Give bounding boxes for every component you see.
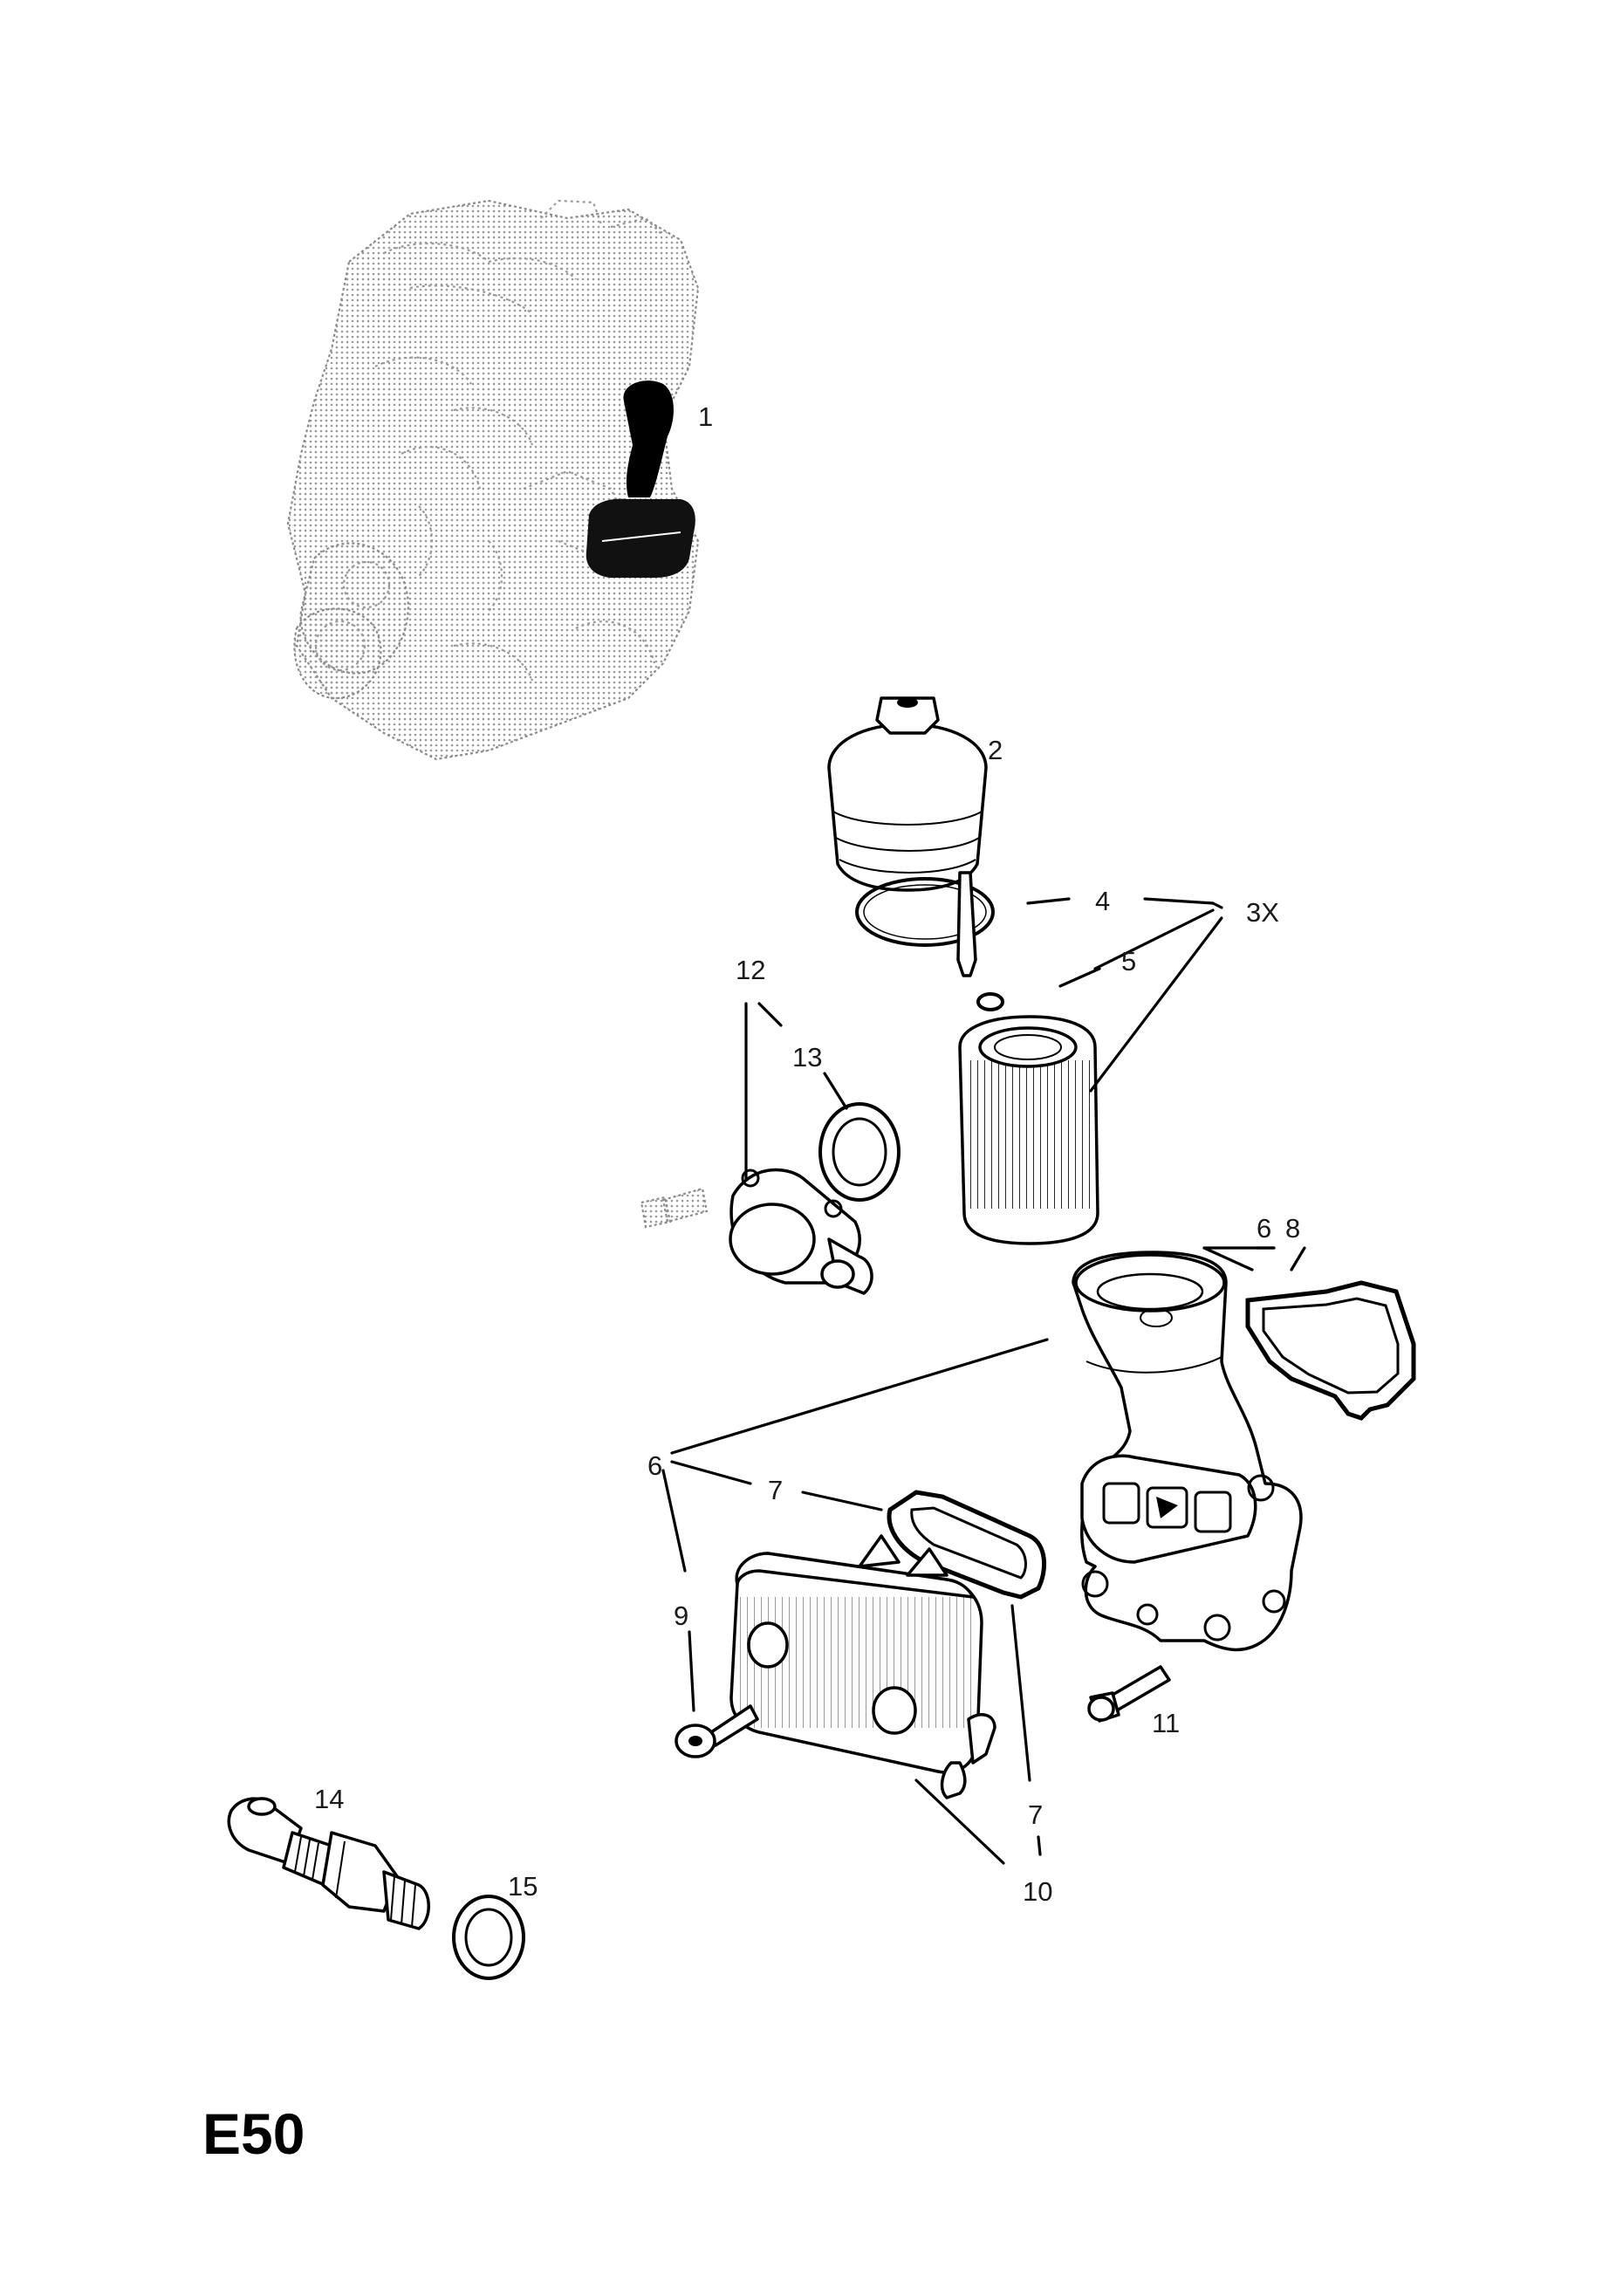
ghost-bolt-illustration — [640, 1187, 709, 1229]
washer-15-illustration — [452, 1895, 525, 1980]
callout-4: 4 — [1095, 886, 1110, 916]
gasket-7-illustration — [887, 1490, 1047, 1600]
callout-5: 5 — [1121, 946, 1136, 977]
callout-3x: 3X — [1246, 897, 1279, 928]
engine-overview-illustration — [286, 199, 700, 761]
gasket-8-illustration — [1245, 1280, 1416, 1421]
o-ring-4-illustration — [855, 877, 995, 947]
diagram-code: E50 — [202, 2101, 305, 2166]
callout-7-top: 7 — [768, 1475, 783, 1505]
bolt-11-illustration — [1087, 1665, 1171, 1723]
callout-9: 9 — [674, 1600, 688, 1631]
oil-pressure-sensor-illustration — [227, 1797, 430, 1930]
cover-12-illustration — [729, 1168, 873, 1295]
callout-1: 1 — [698, 401, 713, 432]
callout-12: 12 — [736, 955, 765, 985]
oil-cooler-illustration — [729, 1534, 996, 1799]
filter-element-illustration — [958, 1015, 1099, 1245]
callout-14: 14 — [314, 1784, 344, 1814]
callout-10: 10 — [1023, 1876, 1052, 1907]
seal-5-illustration — [976, 992, 1004, 1011]
callout-2: 2 — [988, 735, 1003, 765]
callout-7-bottom: 7 — [1028, 1799, 1043, 1830]
leader-lines — [661, 897, 1306, 1865]
callout-13: 13 — [792, 1042, 822, 1073]
callout-15: 15 — [508, 1871, 538, 1902]
callout-6-left: 6 — [647, 1450, 662, 1481]
bolt-9-illustration — [675, 1704, 759, 1758]
callout-labels: 1 2 4 3X 5 12 13 6 8 6 7 9 11 7 10 14 15 — [314, 401, 1300, 1907]
callout-8: 8 — [1285, 1213, 1300, 1244]
callout-6-top: 6 — [1257, 1213, 1271, 1244]
oil-filter-cap-illustration — [827, 696, 988, 892]
oil-filter-housing-illustration — [1072, 1251, 1303, 1652]
gasket-13-illustration — [818, 1102, 901, 1202]
callout-11: 11 — [1152, 1708, 1180, 1738]
